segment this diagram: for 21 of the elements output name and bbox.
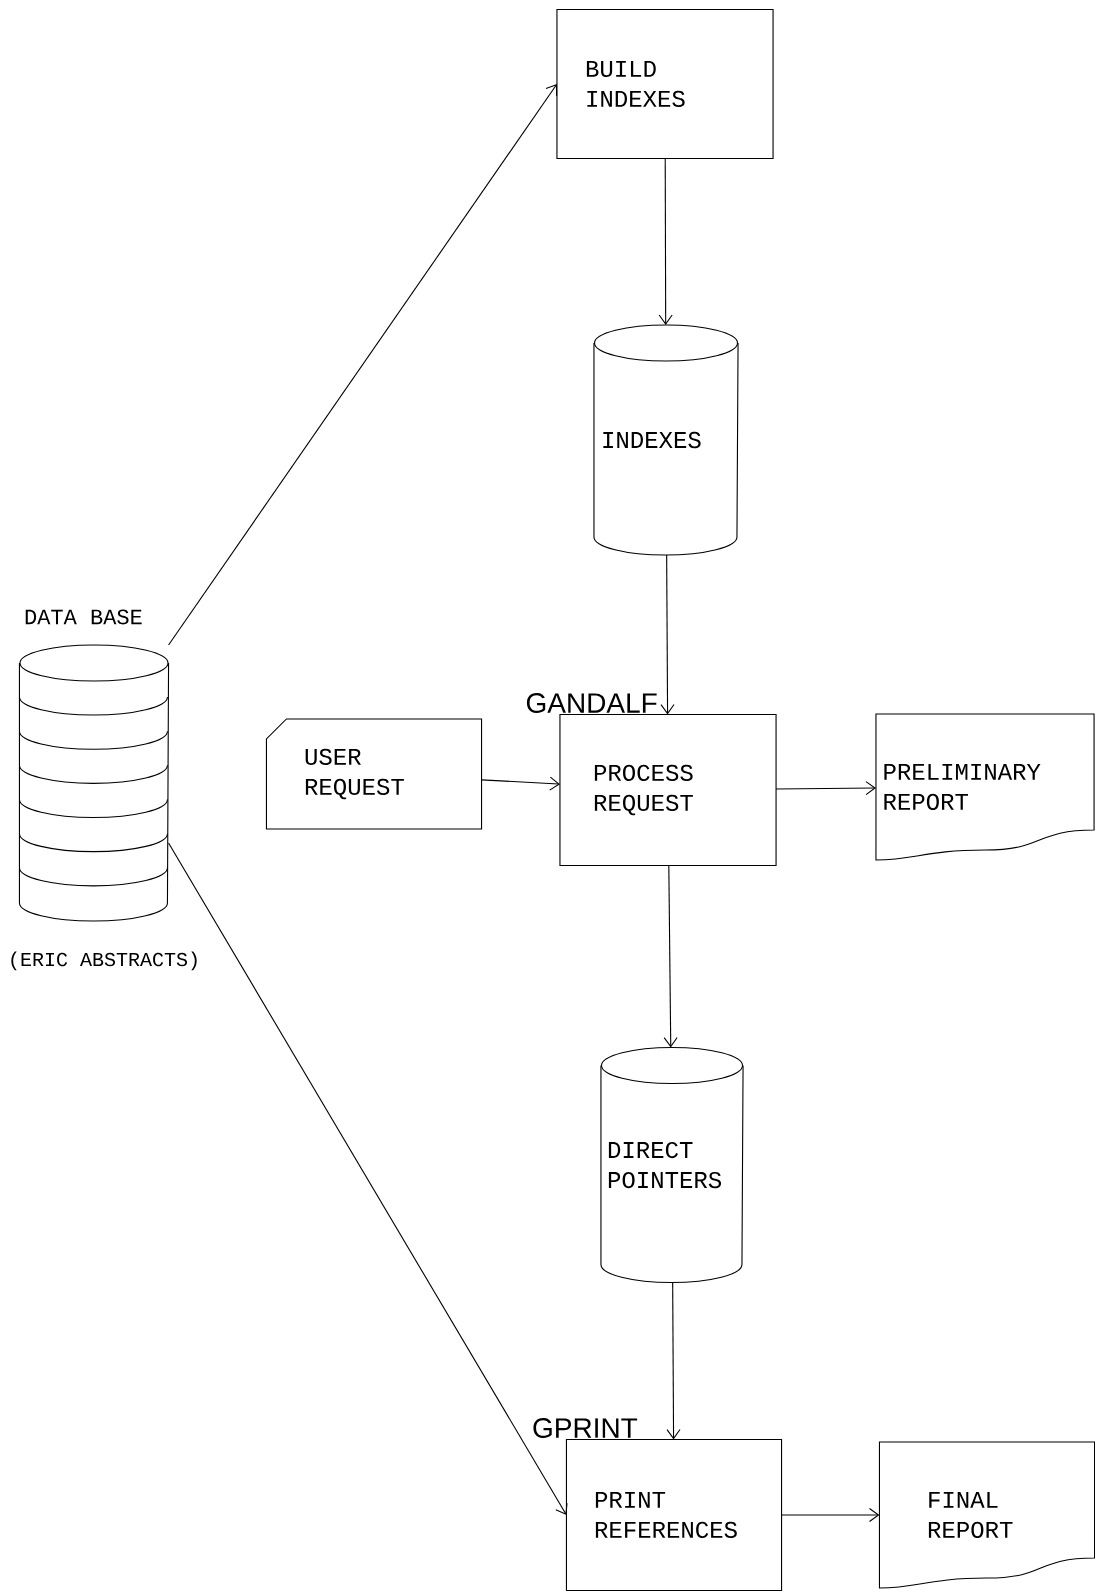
node-label: DIRECT POINTERS	[608, 1141, 722, 1189]
process-box: BUILD INDEXES	[556, 8, 774, 160]
arrow	[168, 842, 568, 1515]
storage-cylinder: INDEXES	[593, 324, 739, 556]
arrow	[666, 1282, 681, 1440]
process-box: PROCESS REQUEST	[559, 713, 777, 867]
arrow	[658, 158, 673, 325]
node-caption: (ERIC ABSTRACTS)	[11, 951, 197, 971]
node-heading: DATA BASE	[25, 609, 142, 625]
storage-cylinder: DIRECT POINTERS	[600, 1046, 744, 1284]
program-name: GANDALF	[526, 693, 657, 713]
arrow	[663, 865, 678, 1048]
arrow	[168, 84, 558, 646]
arrow	[781, 1507, 880, 1523]
punched-card: USER REQUEST	[265, 718, 483, 830]
node-label: INDEXES	[603, 431, 701, 449]
arrow	[481, 776, 560, 791]
process-box: PRINT REFERENCES	[565, 1438, 783, 1592]
program-name: GPRINT	[533, 1418, 638, 1438]
arrow	[660, 554, 675, 715]
arrow	[775, 781, 876, 796]
